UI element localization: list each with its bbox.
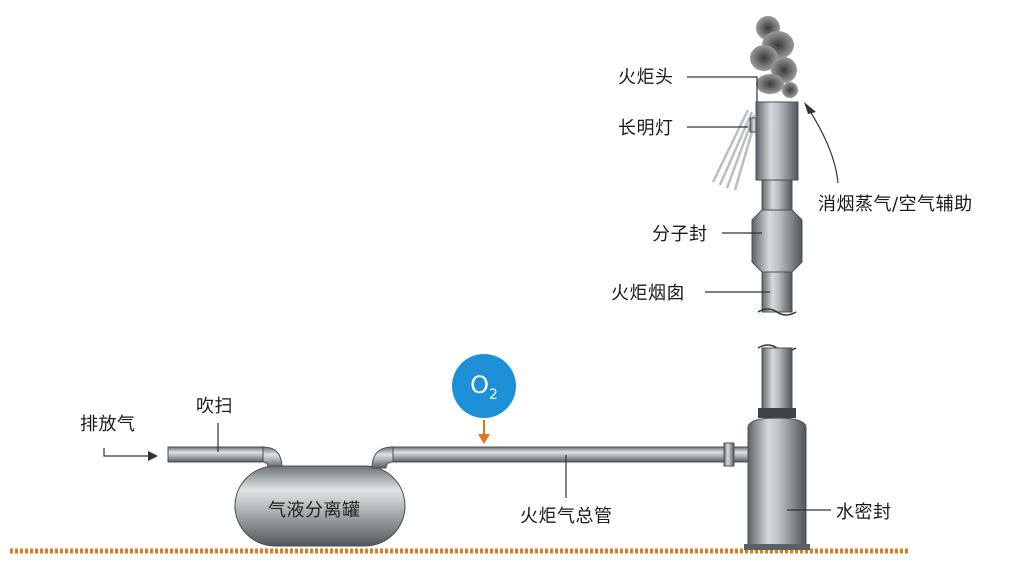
label-molecular-seal: 分子封	[652, 224, 708, 245]
label-knockout-drum: 气液分离罐	[268, 500, 361, 521]
label-pilot-light: 长明灯	[618, 118, 674, 139]
label-vent-gas: 排放气	[80, 414, 136, 435]
label-flare-tip: 火炬头	[618, 67, 674, 88]
callout-lines	[103, 76, 839, 511]
oxygen-symbol: O2	[464, 368, 504, 412]
knockout-drum-vessel	[234, 465, 406, 547]
flare-header-pipe	[371, 442, 749, 469]
oxygen-marker	[452, 354, 516, 444]
oxygen-symbol-base: O	[470, 371, 489, 399]
purge-inlet-pipe	[167, 446, 283, 469]
flare-stack-lower	[757, 344, 797, 418]
label-purge: 吹扫	[196, 396, 233, 417]
water-seal-drum	[744, 417, 810, 550]
oxygen-symbol-subscript: 2	[488, 386, 498, 403]
label-flare-header: 火炬气总管	[520, 506, 613, 527]
smoke-plume	[750, 16, 798, 98]
label-water-seal: 水密封	[836, 502, 892, 523]
label-flare-stack: 火炬烟囱	[611, 283, 685, 304]
flare-stack-upper	[749, 101, 803, 316]
label-smokeless-assist: 消烟蒸气/空气辅助	[818, 194, 973, 215]
